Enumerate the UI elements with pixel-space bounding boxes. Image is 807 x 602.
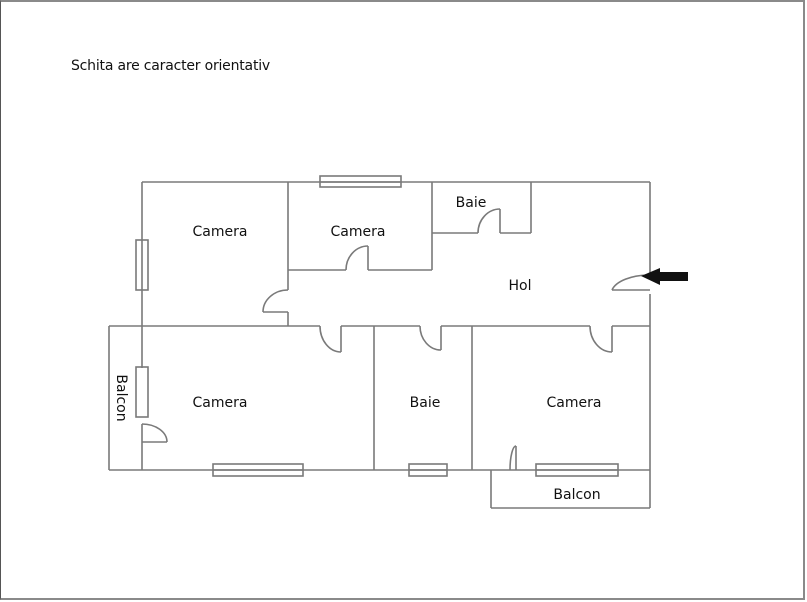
room-label-camera-4: Camera <box>547 395 602 411</box>
room-label-balcon-2: Balcon <box>553 487 600 503</box>
arrow-left-icon <box>641 268 688 285</box>
room-label-baie-1: Baie <box>456 195 487 211</box>
room-label-baie-2: Baie <box>410 395 441 411</box>
room-label-camera-2: Camera <box>331 224 386 240</box>
room-label-balcon-1: Balcon <box>113 374 129 421</box>
room-label-hol: Hol <box>509 278 532 294</box>
room-label-camera-3: Camera <box>193 395 248 411</box>
disclaimer-note: Schita are caracter orientativ <box>71 58 271 74</box>
room-label-camera-1: Camera <box>193 224 248 240</box>
